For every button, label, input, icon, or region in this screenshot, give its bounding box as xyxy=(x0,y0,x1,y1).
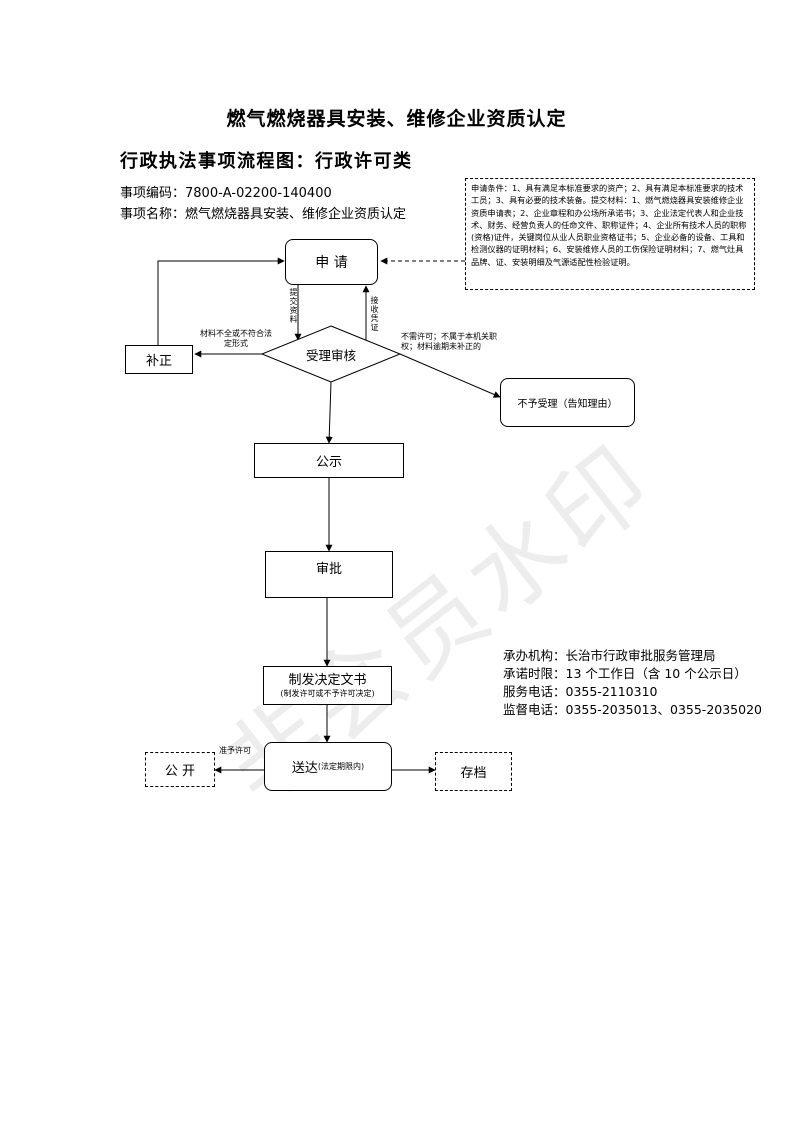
review-to-reject-arrow xyxy=(399,353,501,398)
deliver-sublabel: (法定期限内) xyxy=(317,761,365,771)
not-accept-label: 不需许可；不属于本机关职权；材料逾期未补正的 xyxy=(401,332,497,351)
approve-label: 审批 xyxy=(316,562,343,577)
item-name: 事项名称：燃气燃烧器具安装、维修企业资质认定 xyxy=(120,207,407,222)
submit-label: 提交资料 xyxy=(289,288,298,324)
supplement-node: 补正 xyxy=(125,345,193,374)
archive-node: 存档 xyxy=(435,752,512,791)
publicity-node: 公示 xyxy=(254,443,404,478)
deliver-label: 送达 xyxy=(291,761,318,776)
supplement-to-apply-arrow xyxy=(157,257,285,345)
approve-node: 审批 xyxy=(265,551,393,598)
public-node: 公 开 xyxy=(145,752,215,787)
conditions-note: 申请条件：1、具有满足本标准要求的资产；2、具有满足本标准要求的技术工员；3、具… xyxy=(465,178,755,290)
reject-node: 不予受理（告知理由） xyxy=(500,378,635,427)
page-title: 燃气燃烧器具安装、维修企业资质认定 xyxy=(226,108,567,130)
review-node: 受理审核 xyxy=(305,347,356,363)
review-to-publicity-arrow xyxy=(325,381,333,444)
decision-label: 制发决定文书 xyxy=(288,672,367,688)
agency-text: 承办机构：长治市行政审批服务管理局 xyxy=(503,648,716,663)
decision-node: 制发决定文书 (制发许可或不予许可决定) xyxy=(263,666,392,705)
decision-sublabel: (制发许可或不予许可决定) xyxy=(280,688,375,698)
supervise-tel-text: 监督电话：0355-2035013、0355-2035020 xyxy=(503,702,762,717)
deliver-node: 送达(法定期限内) xyxy=(264,742,392,791)
receipt-label: 接收凭证 xyxy=(370,296,379,332)
time-limit-text: 承诺时限：13 个工作日（含 10 个公示日） xyxy=(503,666,747,681)
apply-node: 申 请 xyxy=(285,239,378,285)
item-code: 事项编码：7800-A-02200-140400 xyxy=(120,186,332,201)
page-subtitle: 行政执法事项流程图：行政许可类 xyxy=(120,151,413,172)
grant-label: 准予许可 xyxy=(219,746,251,755)
service-tel-text: 服务电话：0355-2110310 xyxy=(503,684,658,699)
review-diamond xyxy=(260,325,402,383)
incomplete-label: 材料不全或不符合法定形式 xyxy=(200,329,272,348)
